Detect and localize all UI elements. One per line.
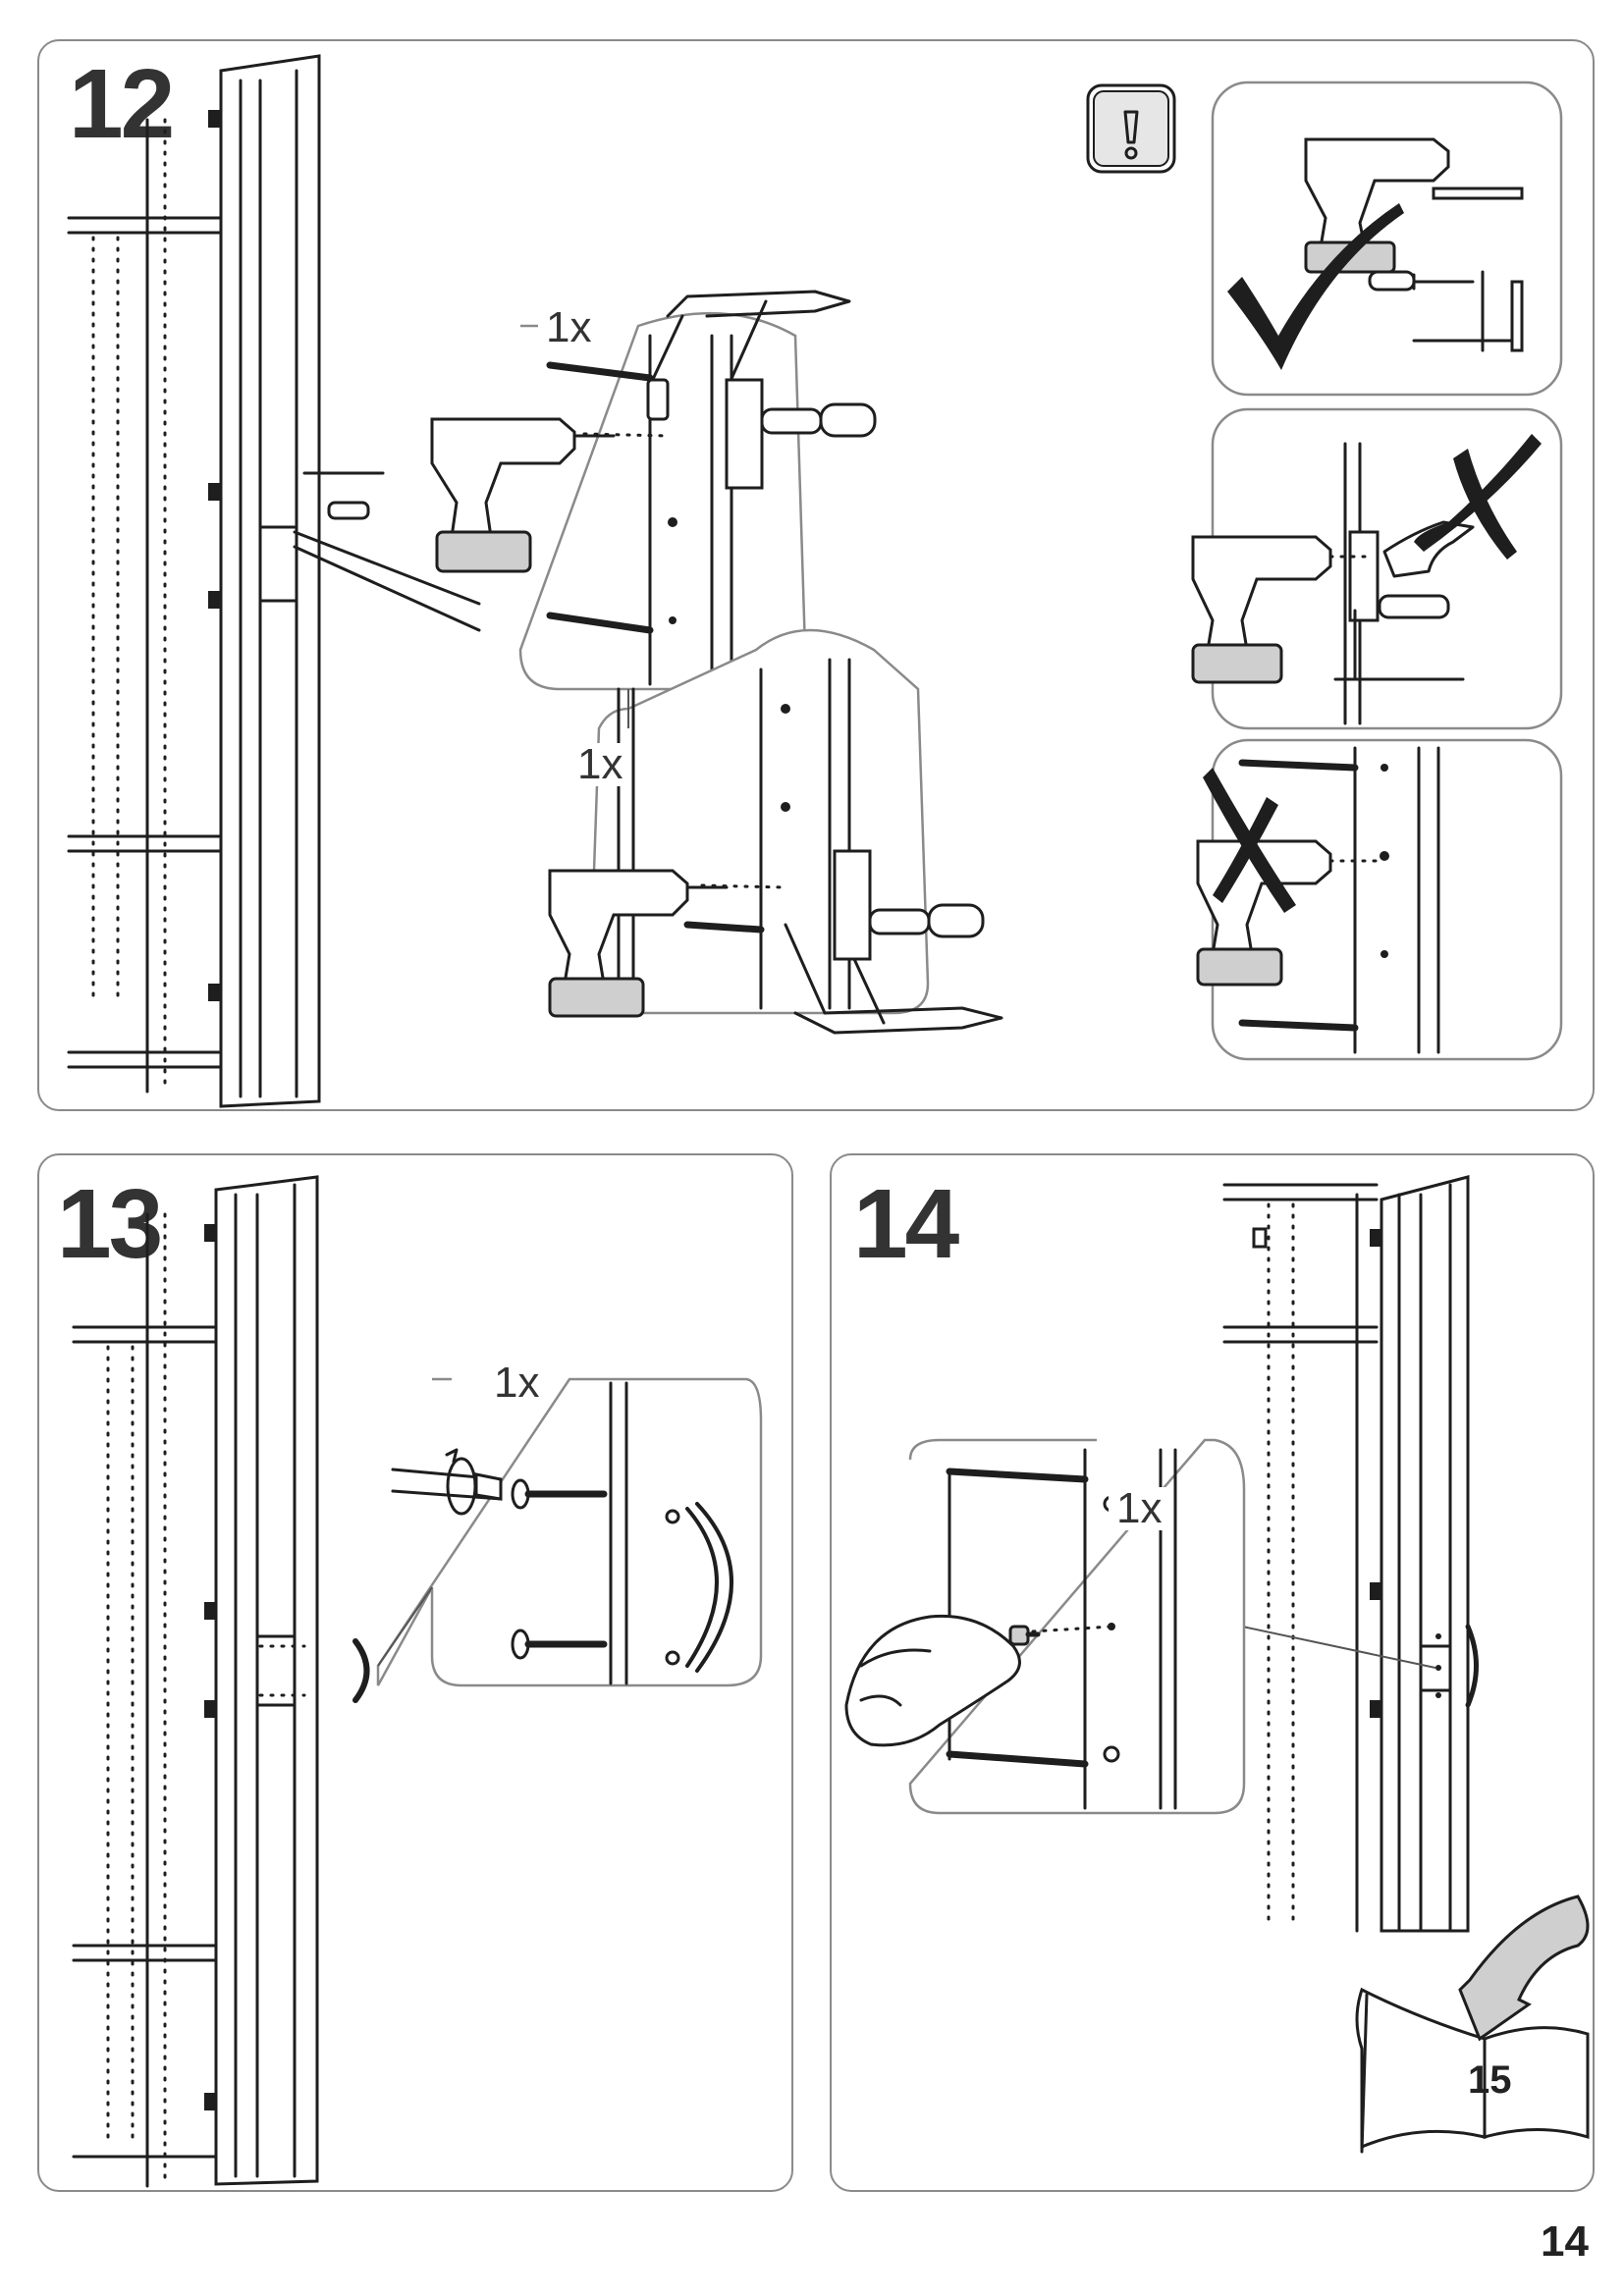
step-13-panel: 13 [37,1153,793,2192]
wardrobe-frame [72,1212,228,2188]
step-12-panel: 12 [37,39,1595,1111]
step-14-number: 14 [853,1169,959,1279]
callout-connector-line [1218,1621,1436,1669]
door [204,1175,319,2186]
wrong-method-no-clamp-panel [1196,738,1563,1061]
finger-icon [844,1614,1021,1747]
door [1370,1175,1479,1933]
callout-handle [376,1377,763,1687]
step-13-number: 13 [57,1169,163,1279]
door [208,54,321,1108]
step-12-quantity-bottom: 1x [569,743,631,786]
wrong-method-hand-panel [1191,407,1563,730]
callout-cap-content [946,1448,1177,1810]
step-14-panel: 14 [830,1153,1595,2192]
next-page-number[interactable]: 15 [1468,2058,1512,2102]
step-14-illustration [844,1175,1590,2154]
step-12-illustration [67,54,1563,1108]
page-number: 14 [1541,2217,1589,2266]
cross-mark-icon [1414,434,1542,560]
clamp-icon [646,290,877,490]
step-13-illustration [72,1175,763,2188]
callout-handle-content [391,1381,733,1685]
turn-page-icon [1355,1895,1590,2154]
cap-icon [1008,1625,1041,1646]
wardrobe-frame [67,118,228,1094]
drill-icon [548,869,729,1018]
cross-mark-icon [1203,768,1296,913]
screwdriver-icon [391,1448,503,1516]
small-clamp-icon [293,471,481,632]
screw-icon [511,1478,608,1660]
correct-method-panel [1211,80,1563,397]
handle-icon [685,1502,733,1673]
step-12-quantity-top: 1x [538,306,600,349]
warning-icon [1086,83,1176,174]
clamp-icon [784,849,1003,1035]
check-mark-icon [1227,203,1404,370]
step-13-quantity: 1x [486,1362,548,1405]
drill-icon [430,417,616,573]
wardrobe-frame [1222,1183,1379,1933]
step-12-number: 12 [69,49,175,159]
step-14-quantity: 1x [1109,1487,1170,1530]
handle-small-icon [352,1638,370,1703]
